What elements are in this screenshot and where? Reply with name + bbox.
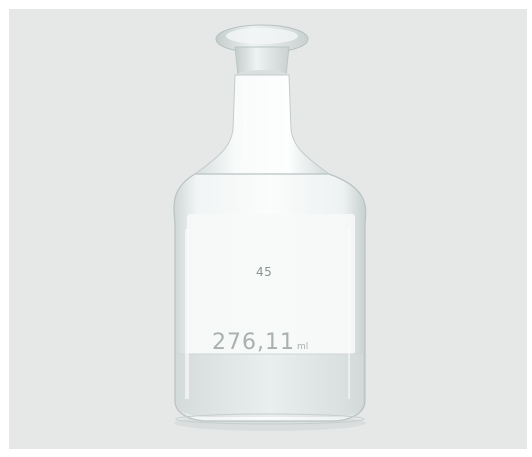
liquid (177, 354, 363, 417)
bottle-number-label: 45 (256, 265, 273, 279)
frosted-label (187, 214, 355, 354)
bottle-neck (193, 74, 331, 175)
volume-value: 276,11 (212, 330, 295, 355)
bottle-illustration (173, 24, 367, 431)
volume-unit: ml (296, 342, 309, 352)
